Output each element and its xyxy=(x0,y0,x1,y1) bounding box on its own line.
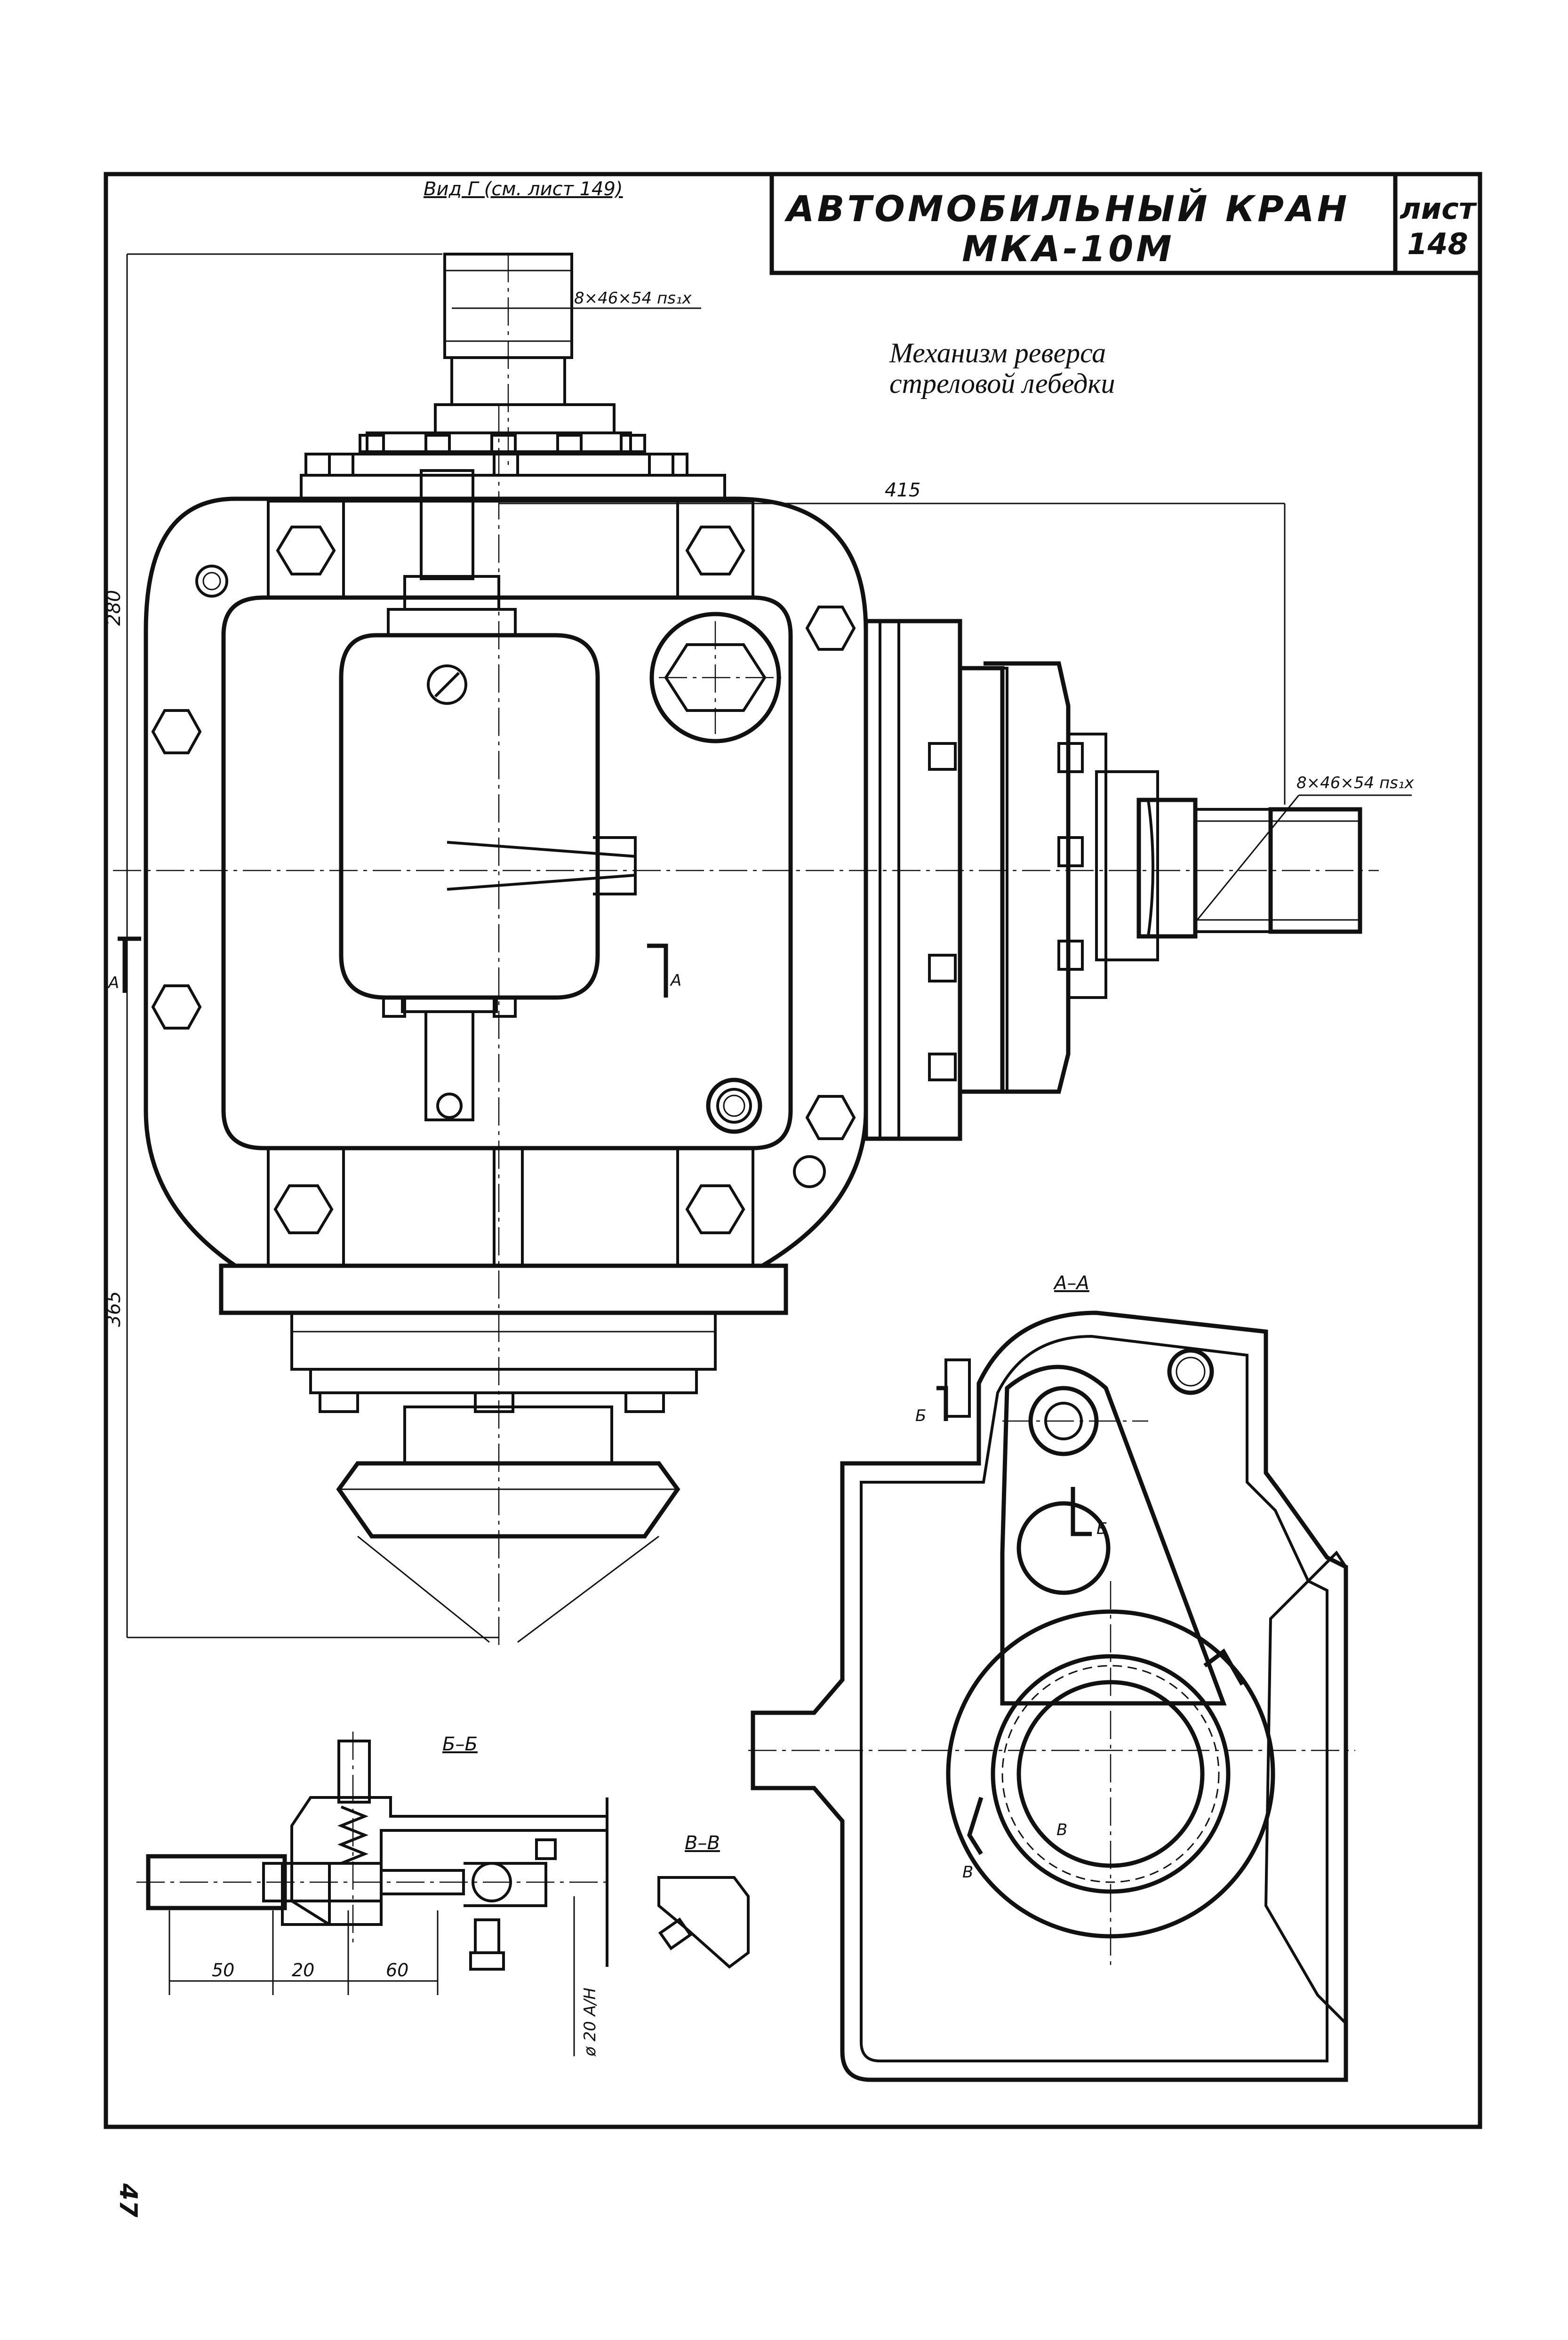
callout-spline-right: 8×46×54 пs₁x xyxy=(1296,774,1415,792)
title-line-1: АВТОМОБИЛЬНЫЙ КРАН xyxy=(784,188,1350,230)
housing-bolts xyxy=(151,526,856,1234)
dim-50: 50 xyxy=(212,1960,234,1981)
sheet-number: 148 xyxy=(1407,227,1468,261)
title-block: АВТОМОБИЛЬНЫЙ КРАН МКА-10М лист 148 xyxy=(769,172,1482,275)
section-mark-b-mid: Б xyxy=(1096,1519,1107,1538)
section-mark-a-right: А xyxy=(670,971,681,990)
section-bb-title: Б–Б xyxy=(442,1733,478,1755)
dim-365: 365 xyxy=(103,1291,125,1327)
section-vv-title: В–В xyxy=(685,1832,720,1854)
dim-415: 415 xyxy=(885,479,920,501)
sheet-frame xyxy=(104,172,1482,2129)
view-note: Вид Г (см. лист 149) xyxy=(424,178,623,200)
section-a-a: А–А Б Б В В xyxy=(748,1272,1355,2082)
section-aa-title: А–А xyxy=(1053,1272,1089,1294)
dim-280: 280 xyxy=(103,590,125,626)
title-line-2: МКА-10М xyxy=(962,228,1175,270)
section-mark-v-left: В xyxy=(962,1863,973,1882)
drawing-subtitle-line-2: стреловой лебедки xyxy=(889,368,1115,399)
main-view-gearbox xyxy=(113,253,1379,1647)
page-number: 47 xyxy=(114,2183,142,2218)
dim-60: 60 xyxy=(386,1960,408,1981)
dim-20: 20 xyxy=(292,1960,314,1981)
section-mark-a-left: А xyxy=(107,974,119,992)
section-b-b: Б–Б 50 20 60 ø 20 A/Н xyxy=(136,1732,612,2057)
dim-fit: ø 20 A/Н xyxy=(581,1988,600,2057)
section-mark-b-top: Б xyxy=(915,1406,926,1425)
main-view-dimensions: 280 365 415 8×46×54 пs₁x 8×46×54 пs₁x А … xyxy=(103,253,1415,1638)
section-mark-v-right: В xyxy=(1056,1821,1067,1839)
drawing-subtitle-line-1: Механизм реверса xyxy=(889,337,1106,368)
sheet-label: лист xyxy=(1400,192,1477,226)
section-v-v: В–В xyxy=(657,1832,750,1969)
callout-spline-top: 8×46×54 пs₁x xyxy=(574,289,692,308)
